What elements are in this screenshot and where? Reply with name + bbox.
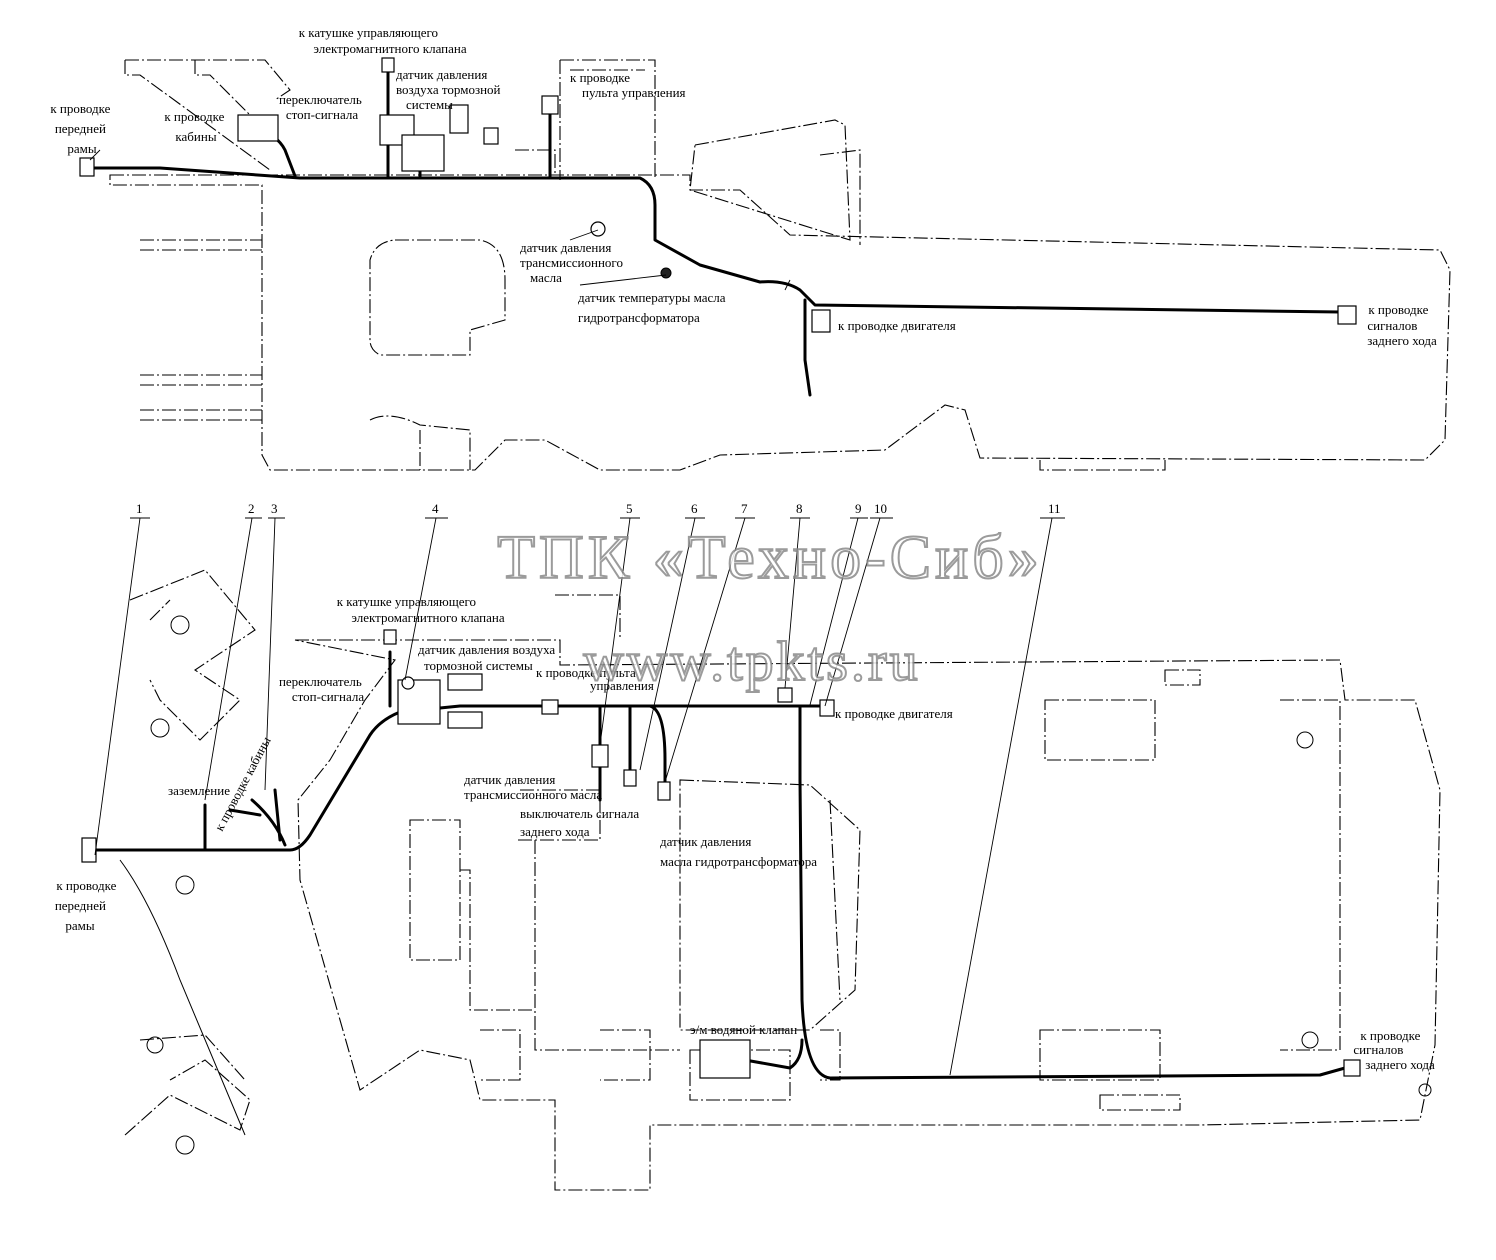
bottom-rear-brackets	[1039, 669, 1341, 1111]
top-frame-cutout	[369, 239, 506, 356]
bottom-water-valve	[699, 1039, 751, 1079]
watermark-company: ТПК «Техно-Сиб»	[497, 524, 1043, 592]
top-crossmembers	[140, 239, 262, 421]
top-label-control-panel: к проводке пульта управления	[570, 70, 686, 100]
watermark: ТПК «Техно-Сиб» www.tpkts.ru	[496, 523, 1043, 694]
top-view: к проводке передней рамы к проводке каби…	[50, 25, 1451, 471]
top-cab-connector-block	[237, 114, 279, 142]
bottom-solenoid-connector	[383, 629, 397, 645]
callout-6: 6	[691, 501, 698, 516]
bottom-hole-5	[175, 1135, 195, 1155]
bottom-label-solenoid: к катушке управляющего электромагнитного…	[337, 594, 505, 625]
bottom-label-brake-air: датчик давления воздуха тормозной систем…	[418, 642, 558, 673]
bottom-label-converter-oil: датчик давления масла гидротрансформатор…	[660, 834, 817, 869]
bottom-hole-7	[1301, 1031, 1319, 1049]
bottom-label-transmission-oil: датчик давления трансмиссионного масла	[464, 772, 602, 802]
callout-10: 10	[874, 501, 887, 516]
top-main-harness	[90, 166, 1352, 320]
top-transmission-oil-sensor	[590, 221, 606, 237]
bottom-gearbox	[409, 789, 680, 1051]
top-frame-outline	[109, 174, 1451, 471]
top-label-transmission-oil: датчик давления трансмиссионного масла	[520, 240, 626, 285]
top-label-front-frame: к проводке передней рамы	[50, 101, 113, 156]
bottom-frame-outline	[294, 639, 1441, 1191]
top-misc-outline	[515, 149, 1166, 471]
top-leader-lines	[89, 149, 791, 291]
bottom-stop-switch	[401, 676, 415, 690]
bottom-label-control-panel: к проводке пульта управления	[536, 665, 654, 693]
bottom-label-reverse-signal: к проводке сигналов заднего хода	[1353, 1028, 1435, 1072]
bottom-valve-fitting	[447, 711, 483, 729]
bottom-label-ground: заземление	[168, 783, 230, 798]
top-lower-bracket	[369, 415, 471, 470]
top-label-stop-switch: переключатель стоп-сигнала	[279, 92, 365, 122]
bottom-misc-outline	[480, 594, 841, 1101]
top-label-converter-temp: датчик температуры масла гидротрансформа…	[578, 290, 729, 325]
top-label-engine: к проводке двигателя	[838, 318, 956, 333]
bottom-label-reverse-switch: выключатель сигнала заднего хода	[520, 806, 642, 839]
bottom-hole-1	[170, 615, 190, 635]
top-cab-mounts	[124, 59, 291, 171]
top-engine-connector	[811, 309, 831, 333]
bottom-callout-leaders	[94, 517, 1065, 1076]
top-label-cab: к проводке кабины	[164, 109, 227, 144]
callout-4: 4	[432, 501, 439, 516]
top-valve-fitting	[483, 127, 499, 145]
top-brake-air-sensor	[449, 104, 469, 134]
top-solenoid-connector	[381, 57, 395, 73]
top-label-solenoid: к катушке управляющего электромагнитного…	[299, 25, 467, 56]
top-engine-branch	[803, 298, 812, 397]
callout-9: 9	[855, 501, 862, 516]
bottom-brake-air-sensor	[447, 673, 483, 691]
top-label-brake-air-sensor: датчик давления воздуха тормозной систем…	[396, 67, 504, 112]
callout-7: 7	[741, 501, 748, 516]
top-front-frame-connector	[79, 157, 95, 177]
bottom-view: 1 2 3 4 5 6 7 8 9 10 11 к катушке управл…	[55, 501, 1441, 1191]
bottom-reverse-switch	[623, 769, 637, 787]
callout-3: 3	[271, 501, 278, 516]
callout-11: 11	[1048, 501, 1061, 516]
top-brake-valve	[401, 134, 445, 172]
bottom-axle-line	[119, 859, 246, 1136]
bottom-label-stop-switch: переключатель стоп-сигнала	[279, 674, 365, 704]
top-engine-box	[689, 119, 861, 245]
bottom-label-engine: к проводке двигателя	[835, 706, 953, 721]
bottom-front-frame-connector	[81, 837, 97, 863]
top-reverse-connector	[1337, 305, 1357, 325]
top-converter-temp-sensor	[660, 267, 672, 279]
bottom-panel-connector	[541, 699, 559, 715]
bottom-axle-lower	[124, 1034, 251, 1136]
bottom-reverse-connector	[1343, 1059, 1361, 1077]
bottom-converter-box	[679, 779, 861, 1031]
bottom-hole-4	[146, 1036, 164, 1054]
bottom-label-water-valve: э/м водяной клапан	[690, 1022, 797, 1037]
bottom-hole-6	[1296, 731, 1314, 749]
top-panel-post	[559, 59, 656, 180]
watermark-url: www.tpkts.ru	[583, 631, 920, 693]
bottom-hole-8	[1418, 1083, 1432, 1097]
bottom-engine-connector	[819, 699, 835, 717]
bottom-converter-oil-sensor	[657, 781, 671, 801]
callout-2: 2	[248, 501, 255, 516]
bottom-hole-2	[150, 718, 170, 738]
bottom-main-harness	[93, 704, 1347, 1080]
callout-5: 5	[626, 501, 633, 516]
bottom-transmission-oil-sensor	[591, 744, 609, 768]
bottom-cab-branch	[228, 788, 287, 847]
bottom-label-front-frame: к проводке передней рамы	[55, 878, 120, 933]
callout-8: 8	[796, 501, 803, 516]
bottom-hole-3	[175, 875, 195, 895]
bottom-axle-upper	[129, 569, 256, 741]
top-label-reverse-signal: к проводке сигналов заднего хода	[1367, 302, 1437, 348]
bottom-water-valve-branch	[718, 1038, 804, 1070]
top-panel-connector	[541, 95, 559, 115]
callout-1: 1	[136, 501, 143, 516]
